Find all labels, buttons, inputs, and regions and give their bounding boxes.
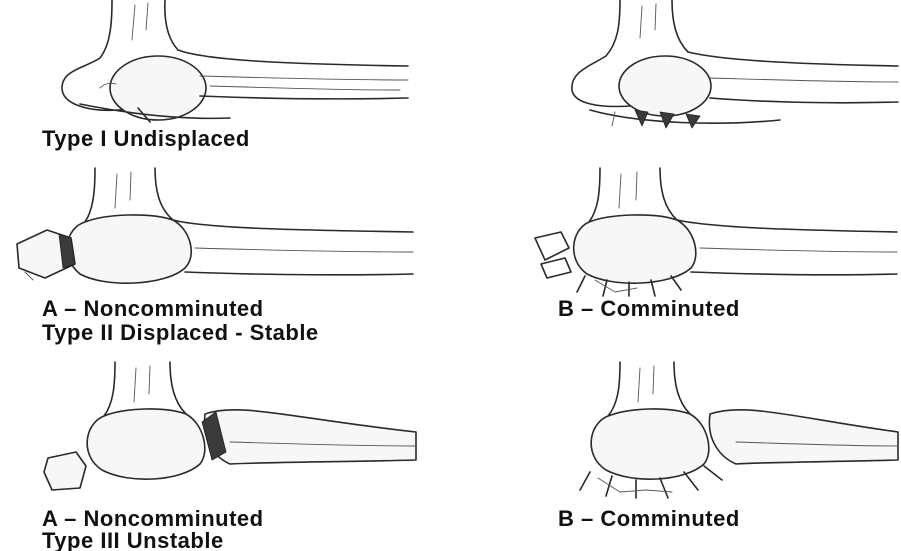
- caption-type2-b: B – Comminuted: [558, 298, 740, 320]
- elbow-illustration-type2-b: [525, 168, 900, 298]
- caption-type3: Type III Unstable: [42, 530, 224, 551]
- elbow-illustration-type1-right: [560, 0, 900, 135]
- elbow-illustration-type3-b: [550, 362, 900, 502]
- elbow-illustration-type3-a: [40, 362, 420, 492]
- caption-type2: Type II Displaced - Stable: [42, 322, 319, 344]
- caption-type1: Type I Undisplaced: [42, 128, 250, 150]
- elbow-illustration-type2-a: [5, 168, 415, 293]
- caption-type2-a: A – Noncomminuted: [42, 298, 264, 320]
- elbow-illustration-type1: [40, 0, 410, 125]
- caption-type3-a: A – Noncomminuted: [42, 508, 264, 530]
- caption-type3-b: B – Comminuted: [558, 508, 740, 530]
